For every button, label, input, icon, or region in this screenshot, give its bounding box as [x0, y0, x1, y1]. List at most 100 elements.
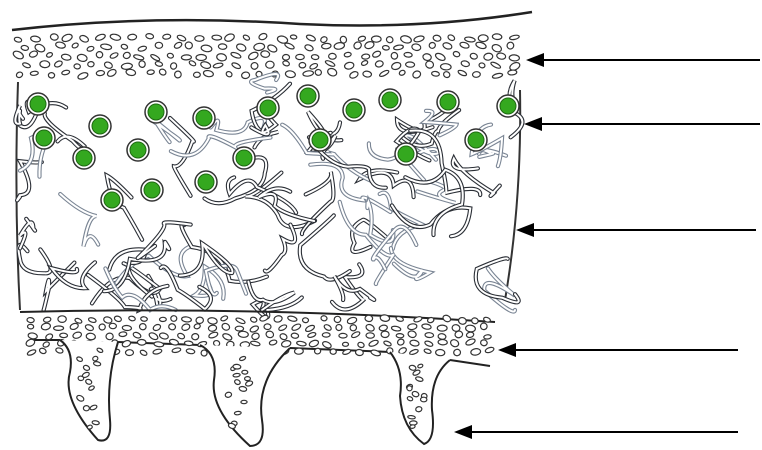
algal-cell [346, 102, 362, 118]
cortex-cell [155, 61, 163, 67]
algal-cell [312, 132, 328, 148]
lower-cortex-cell [238, 331, 248, 338]
lower-cortex-cell [54, 326, 64, 331]
lower-cortex-cell [172, 347, 182, 353]
lower-cortex-cell [168, 323, 176, 330]
cortex-cell [258, 32, 268, 40]
lower-cortex-cell [407, 323, 417, 330]
lower-cortex-cell [273, 315, 283, 323]
cortex-cell [425, 60, 434, 69]
lower-cortex-cell [335, 324, 343, 332]
lower-cortex-cell [250, 316, 258, 323]
cortex-cell [412, 70, 422, 80]
lower-cortex-cell [383, 340, 392, 347]
cortex-cell [184, 41, 193, 50]
cortex-cell [491, 43, 502, 53]
lower-cortex-cell [350, 324, 358, 331]
arrow-medulla [516, 223, 756, 237]
cortex-cell [174, 71, 182, 79]
lower-cortex-cell [86, 333, 96, 341]
lower-cortex-cell [55, 347, 64, 354]
cortex-cell [393, 44, 403, 50]
rhizine-cell [408, 415, 416, 419]
cortex-cell [133, 54, 144, 61]
lower-cortex-cell [465, 325, 476, 333]
cortex-cell [472, 71, 480, 77]
lower-cortex-cell [308, 339, 319, 348]
cortex-cell [55, 41, 66, 49]
cortex-cell [344, 61, 355, 70]
rhizine-cell [245, 377, 251, 381]
cortex-cell [200, 61, 212, 70]
cortex-cell [328, 53, 336, 59]
cortex-cell [285, 70, 296, 78]
lower-cortex-cell [235, 326, 243, 331]
rhizine-cell [233, 373, 241, 377]
lower-cortex-cell [347, 316, 358, 324]
rhizine-cell [420, 397, 427, 402]
right-edge-outline [505, 90, 520, 300]
lower-cortex-cell [480, 339, 488, 346]
cortex-cell [216, 53, 227, 62]
cortex-cell [509, 55, 520, 62]
cortex-cell [126, 69, 137, 77]
lower-cortex-cell [28, 332, 38, 339]
cortex-cell [290, 35, 297, 40]
cortex-cell [138, 60, 146, 68]
lower-cortex-cell [148, 331, 159, 341]
cortex-cell [372, 36, 382, 42]
cortex-cell [100, 43, 112, 50]
lower-cortex-cell [207, 317, 217, 325]
algal-cell [382, 92, 398, 108]
lower-cortex-cell [323, 324, 332, 332]
cortex-cell [203, 70, 214, 78]
algal-cell [196, 110, 212, 126]
lower-cortex-cell [307, 332, 316, 339]
lower-cortex-cell [465, 338, 476, 347]
cortex-cell [167, 53, 174, 59]
cortex-cell [478, 35, 488, 42]
lower-cortex-cell [305, 324, 316, 333]
lower-cortex-cell [208, 331, 218, 339]
cortex-cell [193, 72, 200, 78]
lower-cortex-cell [279, 333, 288, 341]
cortex-cell [508, 70, 517, 76]
lower-cortex-cell [119, 332, 127, 337]
cortex-cell [433, 34, 442, 42]
cortex-cell [48, 72, 55, 78]
rhizine-cell [406, 385, 412, 391]
lower-cortex-cell [425, 332, 434, 337]
cortex-cell [12, 50, 25, 61]
cortex-cell [299, 62, 306, 67]
lower-cortex-cell [421, 323, 431, 330]
lower-cortex-cell [438, 333, 447, 340]
arrow-algal-layer [524, 117, 760, 131]
arrow-upper-cortex [526, 53, 760, 67]
lower-cortex-cell [281, 340, 292, 348]
cortex-cell [195, 36, 204, 42]
cortex-cell [483, 52, 493, 61]
cortex-cell [109, 52, 118, 60]
lower-cortex-cell [264, 324, 271, 330]
lower-cortex-cell [296, 341, 306, 347]
cortex-cell [431, 71, 439, 77]
lower-cortex-cell [322, 333, 330, 338]
lower-cortex-cell [370, 349, 381, 357]
lower-cortex-cell [442, 314, 452, 323]
lower-cortex-cell [424, 348, 432, 354]
lower-cortex-cell [221, 322, 231, 331]
cortex-cell [457, 69, 467, 76]
cortex-cell [398, 69, 405, 76]
lower-cortex-cell [99, 323, 106, 330]
lower-cortex-cell [355, 349, 364, 356]
lower-cortex-cell [106, 333, 113, 340]
lower-cortex-cell [27, 349, 37, 356]
rhizine-cell [87, 425, 93, 430]
cortex-cell [440, 63, 451, 70]
cortex-cell [492, 34, 502, 40]
cortex-cell [509, 34, 519, 40]
lower-cortex-cell [381, 331, 389, 338]
algal-cell [500, 98, 516, 114]
rhizine-cell [78, 376, 84, 381]
